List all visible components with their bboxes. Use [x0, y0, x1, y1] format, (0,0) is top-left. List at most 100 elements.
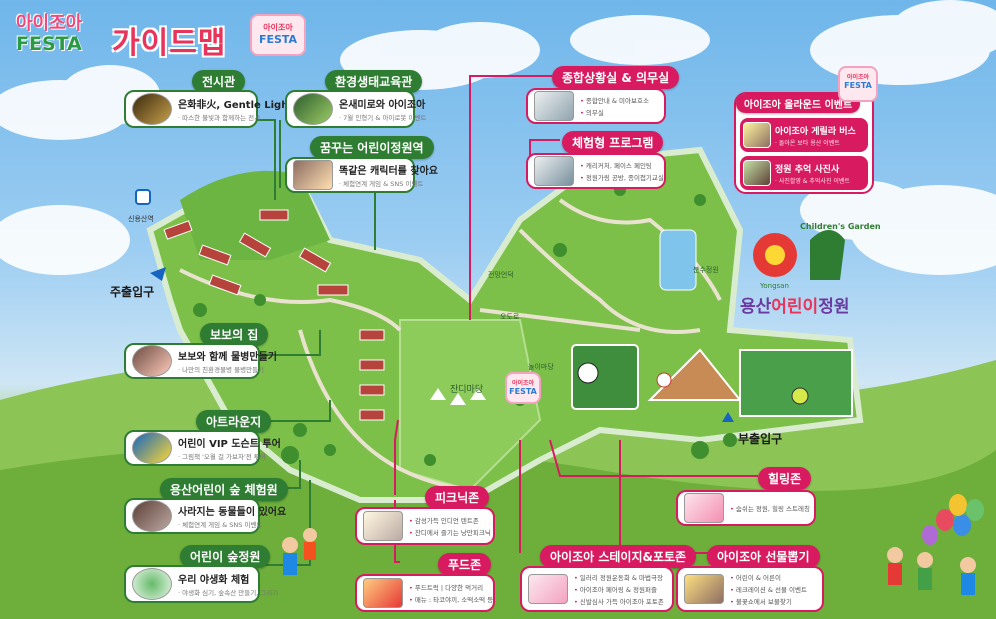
- zone-card-eco-education[interactable]: 온새미로와 아이조아 · 7월 인형기 & 아이로봇 이벤트: [285, 90, 426, 128]
- sub-gate-arrow-icon: [722, 412, 734, 422]
- zone-card-art-lounge[interactable]: 어린이 VIP 도슨트 투어 · 그림책 '오월 걸 가보자'전 투어: [124, 430, 281, 466]
- zone-card-control-room[interactable]: 종합안내 & 미아보호소 의무실: [526, 88, 666, 124]
- zone-header-stage-photozone[interactable]: 아이조아 스테이지&포토존: [540, 545, 697, 568]
- badge-line2: FESTA: [844, 81, 872, 90]
- zone-card-food[interactable]: 푸드트럭 | 다양한 먹거리 매뉴 : 타코야끼, 소떡소떡 등: [355, 574, 495, 612]
- festival-logo: 아이조아 FESTA: [16, 14, 82, 55]
- main-gate-label[interactable]: 주출입구: [110, 285, 155, 299]
- metro-icon: [135, 189, 151, 205]
- lawn-festa-badge: 아이조아 FESTA: [505, 372, 541, 404]
- zone-item: 일러리 정원운동회 & 마법극장: [574, 572, 664, 582]
- soccer-field: [571, 344, 639, 410]
- observation-hill-label: 전망언덕: [488, 271, 514, 279]
- soccer-ball-icon: [577, 362, 599, 384]
- event-festa-badge: 아이조아 FESTA: [838, 66, 878, 102]
- event-header[interactable]: 아이조아 올라운드 이벤트: [736, 94, 861, 113]
- garden-english-name: Children's Garden: [800, 222, 881, 231]
- zone-item: 의무실: [580, 107, 649, 117]
- baseball-icon: [656, 372, 672, 388]
- zone-title: 사라지는 동물들이 있어요: [178, 507, 287, 518]
- zone-card-gift-draw[interactable]: 어린이 & 어른이 레크레이션 & 선물 이벤트 불꽃쇼에서 보물찾기: [676, 566, 824, 612]
- main-gate-arrow-icon: [150, 267, 166, 281]
- zone-subtitle: · 체험연계 게임 & SNS 이벤트: [178, 521, 263, 529]
- zone-header-healing[interactable]: 힐링존: [758, 467, 812, 490]
- art-thumbnail: [132, 432, 172, 464]
- zone-header-forest-garden[interactable]: 어린이 숲정원: [180, 545, 271, 568]
- balloons: [922, 494, 984, 545]
- tents: [430, 388, 486, 405]
- zone-subtitle: · 그림책 '오월 걸 가보자'전 투어: [178, 453, 266, 461]
- zone-card-stage-photozone[interactable]: 일러리 정원운동회 & 마법극장 아이조아 페어링 & 정원퍼즐 신발심사 가득…: [520, 566, 674, 612]
- zone-header-exhibition[interactable]: 전시관: [192, 70, 246, 93]
- zone-header-eco-education[interactable]: 환경생태교육관: [325, 70, 423, 93]
- eco-thumbnail: [293, 93, 333, 125]
- zone-header-experience-program[interactable]: 체험형 프로그램: [562, 131, 664, 154]
- zone-card-picnic[interactable]: 감성가득 인디언 텐트존 잔디에서 즐기는 낭만피크닉: [355, 507, 495, 545]
- zone-header-gift-draw[interactable]: 아이조아 선물뽑기: [707, 545, 820, 568]
- baseball-field: [647, 348, 743, 401]
- zone-subtitle: · 나만의 친환경물병 물병만들기: [178, 366, 265, 374]
- badge-line1: 아이조아: [263, 23, 293, 32]
- zone-title: 어린이 VIP 도슨트 투어: [178, 439, 281, 450]
- festa-badge: 아이조아 FESTA: [250, 14, 306, 56]
- giftdraw-thumbnail: [684, 574, 724, 604]
- event-subtitle: · 사진촬영 & 추억사진 이벤트: [775, 177, 850, 185]
- zone-header-art-lounge[interactable]: 아트라운지: [196, 410, 272, 433]
- zone-title: 온새미로와 아이조아: [339, 100, 426, 111]
- zone-header-bobo-house[interactable]: 보보의 집: [200, 323, 269, 346]
- event-card-photographer[interactable]: 정원 추억 사진사 · 사진촬영 & 추억사진 이벤트: [740, 156, 868, 190]
- zone-title: 똑같은 캐릭터를 찾아요: [339, 166, 438, 177]
- healing-thumbnail: [684, 493, 724, 523]
- zone-item: 아이조아 페어링 & 정원퍼즐: [574, 584, 664, 594]
- zone-item: 레크레이션 & 선물 이벤트: [730, 584, 807, 594]
- zone-card-dream-station[interactable]: 똑같은 캐릭터를 찾아요 · 체험연계 게임 & SNS 이벤트: [285, 157, 438, 193]
- zone-card-experience-program[interactable]: 캐리커처, 페이스 페인팅 정원가링 공방, 종이접기교실: [526, 153, 666, 189]
- zone-item: 불꽃쇼에서 보물찾기: [730, 596, 807, 606]
- zone-item: 숨쉬는 정원, 힐링 스트레칭: [730, 503, 810, 513]
- zone-header-food[interactable]: 푸드존: [438, 553, 492, 576]
- tent-thumbnail: [363, 511, 403, 541]
- lawn-label: 잔디마당: [450, 385, 484, 395]
- badge-line2: FESTA: [258, 33, 298, 46]
- zone-card-forest-experience[interactable]: 사라지는 동물들이 있어요 · 체험연계 게임 & SNS 이벤트: [124, 498, 286, 534]
- zone-subtitle: · 체험연계 게임 & SNS 이벤트: [339, 180, 424, 188]
- badge-line1: 아이조아: [511, 380, 535, 387]
- zone-header-forest-experience[interactable]: 용산어린이 숲 체험원: [160, 478, 288, 501]
- upper-hill: [180, 170, 330, 260]
- station-thumbnail: [293, 160, 333, 190]
- photozone-thumbnail: [528, 574, 568, 604]
- zone-item: 캐리커처, 페이스 페인팅: [580, 160, 664, 170]
- garden-name-part: 정원: [818, 297, 850, 317]
- garden-mascot: [753, 230, 845, 280]
- station-label: 신용산역: [128, 215, 154, 223]
- zone-subtitle: · 7월 인형기 & 아이로봇 이벤트: [339, 114, 427, 122]
- zone-title: 은화非火, Gentle Light: [178, 100, 294, 111]
- small-label-b: 놀이마당: [528, 363, 554, 371]
- zone-subtitle: · 따스한 불빛과 함께하는 전시: [178, 114, 261, 122]
- garden-logo-text: 용산어린이정원: [740, 292, 849, 317]
- page-title: 가이드맵: [112, 26, 227, 61]
- zone-header-dream-station[interactable]: 꿈꾸는 어린이정원역: [310, 136, 434, 159]
- zone-subtitle: · 야생화 심기, 숲속산 만들기, 그리기: [178, 589, 279, 597]
- zone-title: 보보와 함께 물병만들기: [178, 352, 277, 363]
- zone-card-exhibition[interactable]: 은화非火, Gentle Light · 따스한 불빛과 함께하는 전시: [124, 90, 293, 128]
- zone-card-healing[interactable]: 숨쉬는 정원, 힐링 스트레칭: [676, 490, 816, 526]
- event-card-guerrilla-bus[interactable]: 아이조아 게릴라 버스 · 돌아온 보타 용산 이벤트: [740, 118, 868, 152]
- zone-title: 우리 야생화 체험: [178, 575, 250, 586]
- sub-gate-label[interactable]: 부출입구: [738, 432, 783, 446]
- zone-card-forest-garden[interactable]: 우리 야생화 체험 · 야생화 심기, 숲속산 만들기, 그리기: [124, 565, 278, 603]
- children-figures: [282, 528, 976, 595]
- event-subtitle: · 돌아온 보타 용산 이벤트: [775, 139, 840, 147]
- badge-line2: FESTA: [509, 387, 537, 396]
- exhibition-thumbnail: [132, 93, 172, 125]
- wildflower-thumbnail: [132, 568, 172, 600]
- zone-card-bobo-house[interactable]: 보보와 함께 물병만들기 · 나만의 친환경물병 물병만들기: [124, 343, 277, 379]
- garden-name-part: 어린이: [771, 297, 819, 317]
- zone-item: 정원가링 공방, 종이접기교실: [580, 172, 664, 182]
- zone-header-picnic[interactable]: 피크닉존: [425, 486, 490, 509]
- lawn-area: [399, 319, 542, 492]
- zone-header-control-room[interactable]: 종합상황실 & 의무실: [552, 66, 680, 89]
- fountain-garden-label: 분수정원: [693, 266, 719, 274]
- garden-english-sub: Yongsan: [760, 282, 789, 290]
